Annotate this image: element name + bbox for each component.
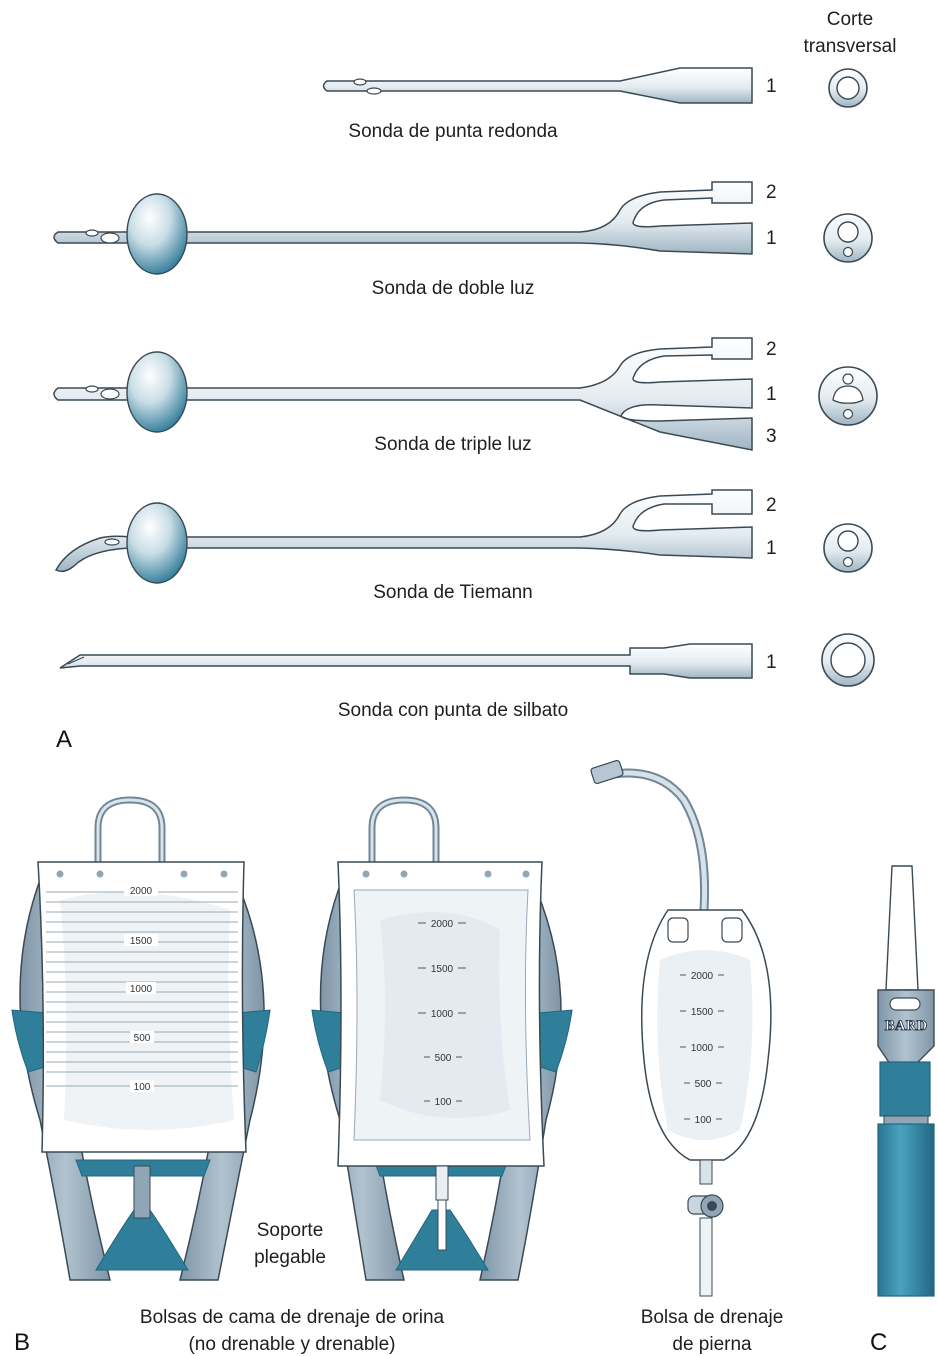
cross-section-round-tip [829, 69, 867, 107]
cross-section-whistle-tip [822, 634, 874, 686]
port-number: 1 [766, 652, 777, 673]
leg-bag-caption-line2: de pierna [672, 1334, 752, 1355]
catheter-label-tiemann: Sonda de Tiemann [373, 582, 533, 603]
bed-bag-drainable [312, 800, 572, 1280]
catheter-whistle-tip [60, 644, 752, 678]
catheter-round-tip [324, 68, 753, 103]
panel-label-a: A [56, 726, 72, 753]
port-number: 1 [766, 76, 777, 97]
bag1-scale-500: 500 [134, 1033, 151, 1044]
cross-section-double-lumen [824, 214, 872, 262]
bag2-scale-1000: 1000 [431, 1009, 454, 1020]
port-number: 1 [766, 228, 777, 249]
bag1-scale-100: 100 [134, 1082, 151, 1093]
stand-caption-line2: plegable [254, 1247, 326, 1268]
bag2-scale-1500: 1500 [431, 964, 454, 975]
port-number: 2 [766, 339, 777, 360]
leg-scale-1000: 1000 [691, 1043, 714, 1054]
stand-caption-line1: Soporte [257, 1220, 324, 1241]
cross-section-header-line2: transversal [804, 36, 897, 57]
port-number: 3 [766, 426, 777, 447]
cross-section-header-line1: Corte [827, 9, 873, 30]
panel-label-b: B [14, 1329, 30, 1356]
port-number: 2 [766, 495, 777, 516]
bag2-scale-100: 100 [435, 1097, 452, 1108]
leg-scale-500: 500 [695, 1079, 712, 1090]
catheter-double-lumen [54, 182, 752, 274]
bag1-scale-1000: 1000 [130, 984, 153, 995]
leg-drainage-bag [590, 760, 771, 1296]
catheter-label-triple-lumen: Sonda de triple luz [374, 434, 531, 455]
catheter-label-round-tip: Sonda de punta redonda [348, 121, 558, 142]
catheter-label-whistle-tip: Sonda con punta de silbato [338, 700, 568, 721]
bard-connector [878, 866, 934, 1296]
port-number: 1 [766, 384, 777, 405]
cross-section-triple-lumen [819, 367, 877, 425]
bag1-scale-2000: 2000 [130, 886, 153, 897]
leg-scale-2000: 2000 [691, 971, 714, 982]
port-number: 1 [766, 538, 777, 559]
leg-scale-1500: 1500 [691, 1007, 714, 1018]
port-number: 2 [766, 182, 777, 203]
bag2-scale-500: 500 [435, 1053, 452, 1064]
cross-section-tiemann [824, 524, 872, 572]
bag2-scale-2000: 2000 [431, 919, 454, 930]
bed-bags-caption-line1: Bolsas de cama de drenaje de orina [140, 1307, 445, 1328]
leg-bag-caption-line1: Bolsa de drenaje [641, 1307, 784, 1328]
leg-scale-100: 100 [695, 1115, 712, 1126]
bed-bags-caption-line2: (no drenable y drenable) [188, 1334, 395, 1355]
bag1-scale-1500: 1500 [130, 936, 153, 947]
panel-label-c: C [870, 1329, 887, 1356]
catheter-tiemann [56, 490, 752, 583]
catheter-label-double-lumen: Sonda de doble luz [372, 278, 535, 299]
bard-brand-logo: BARD [885, 1018, 928, 1034]
